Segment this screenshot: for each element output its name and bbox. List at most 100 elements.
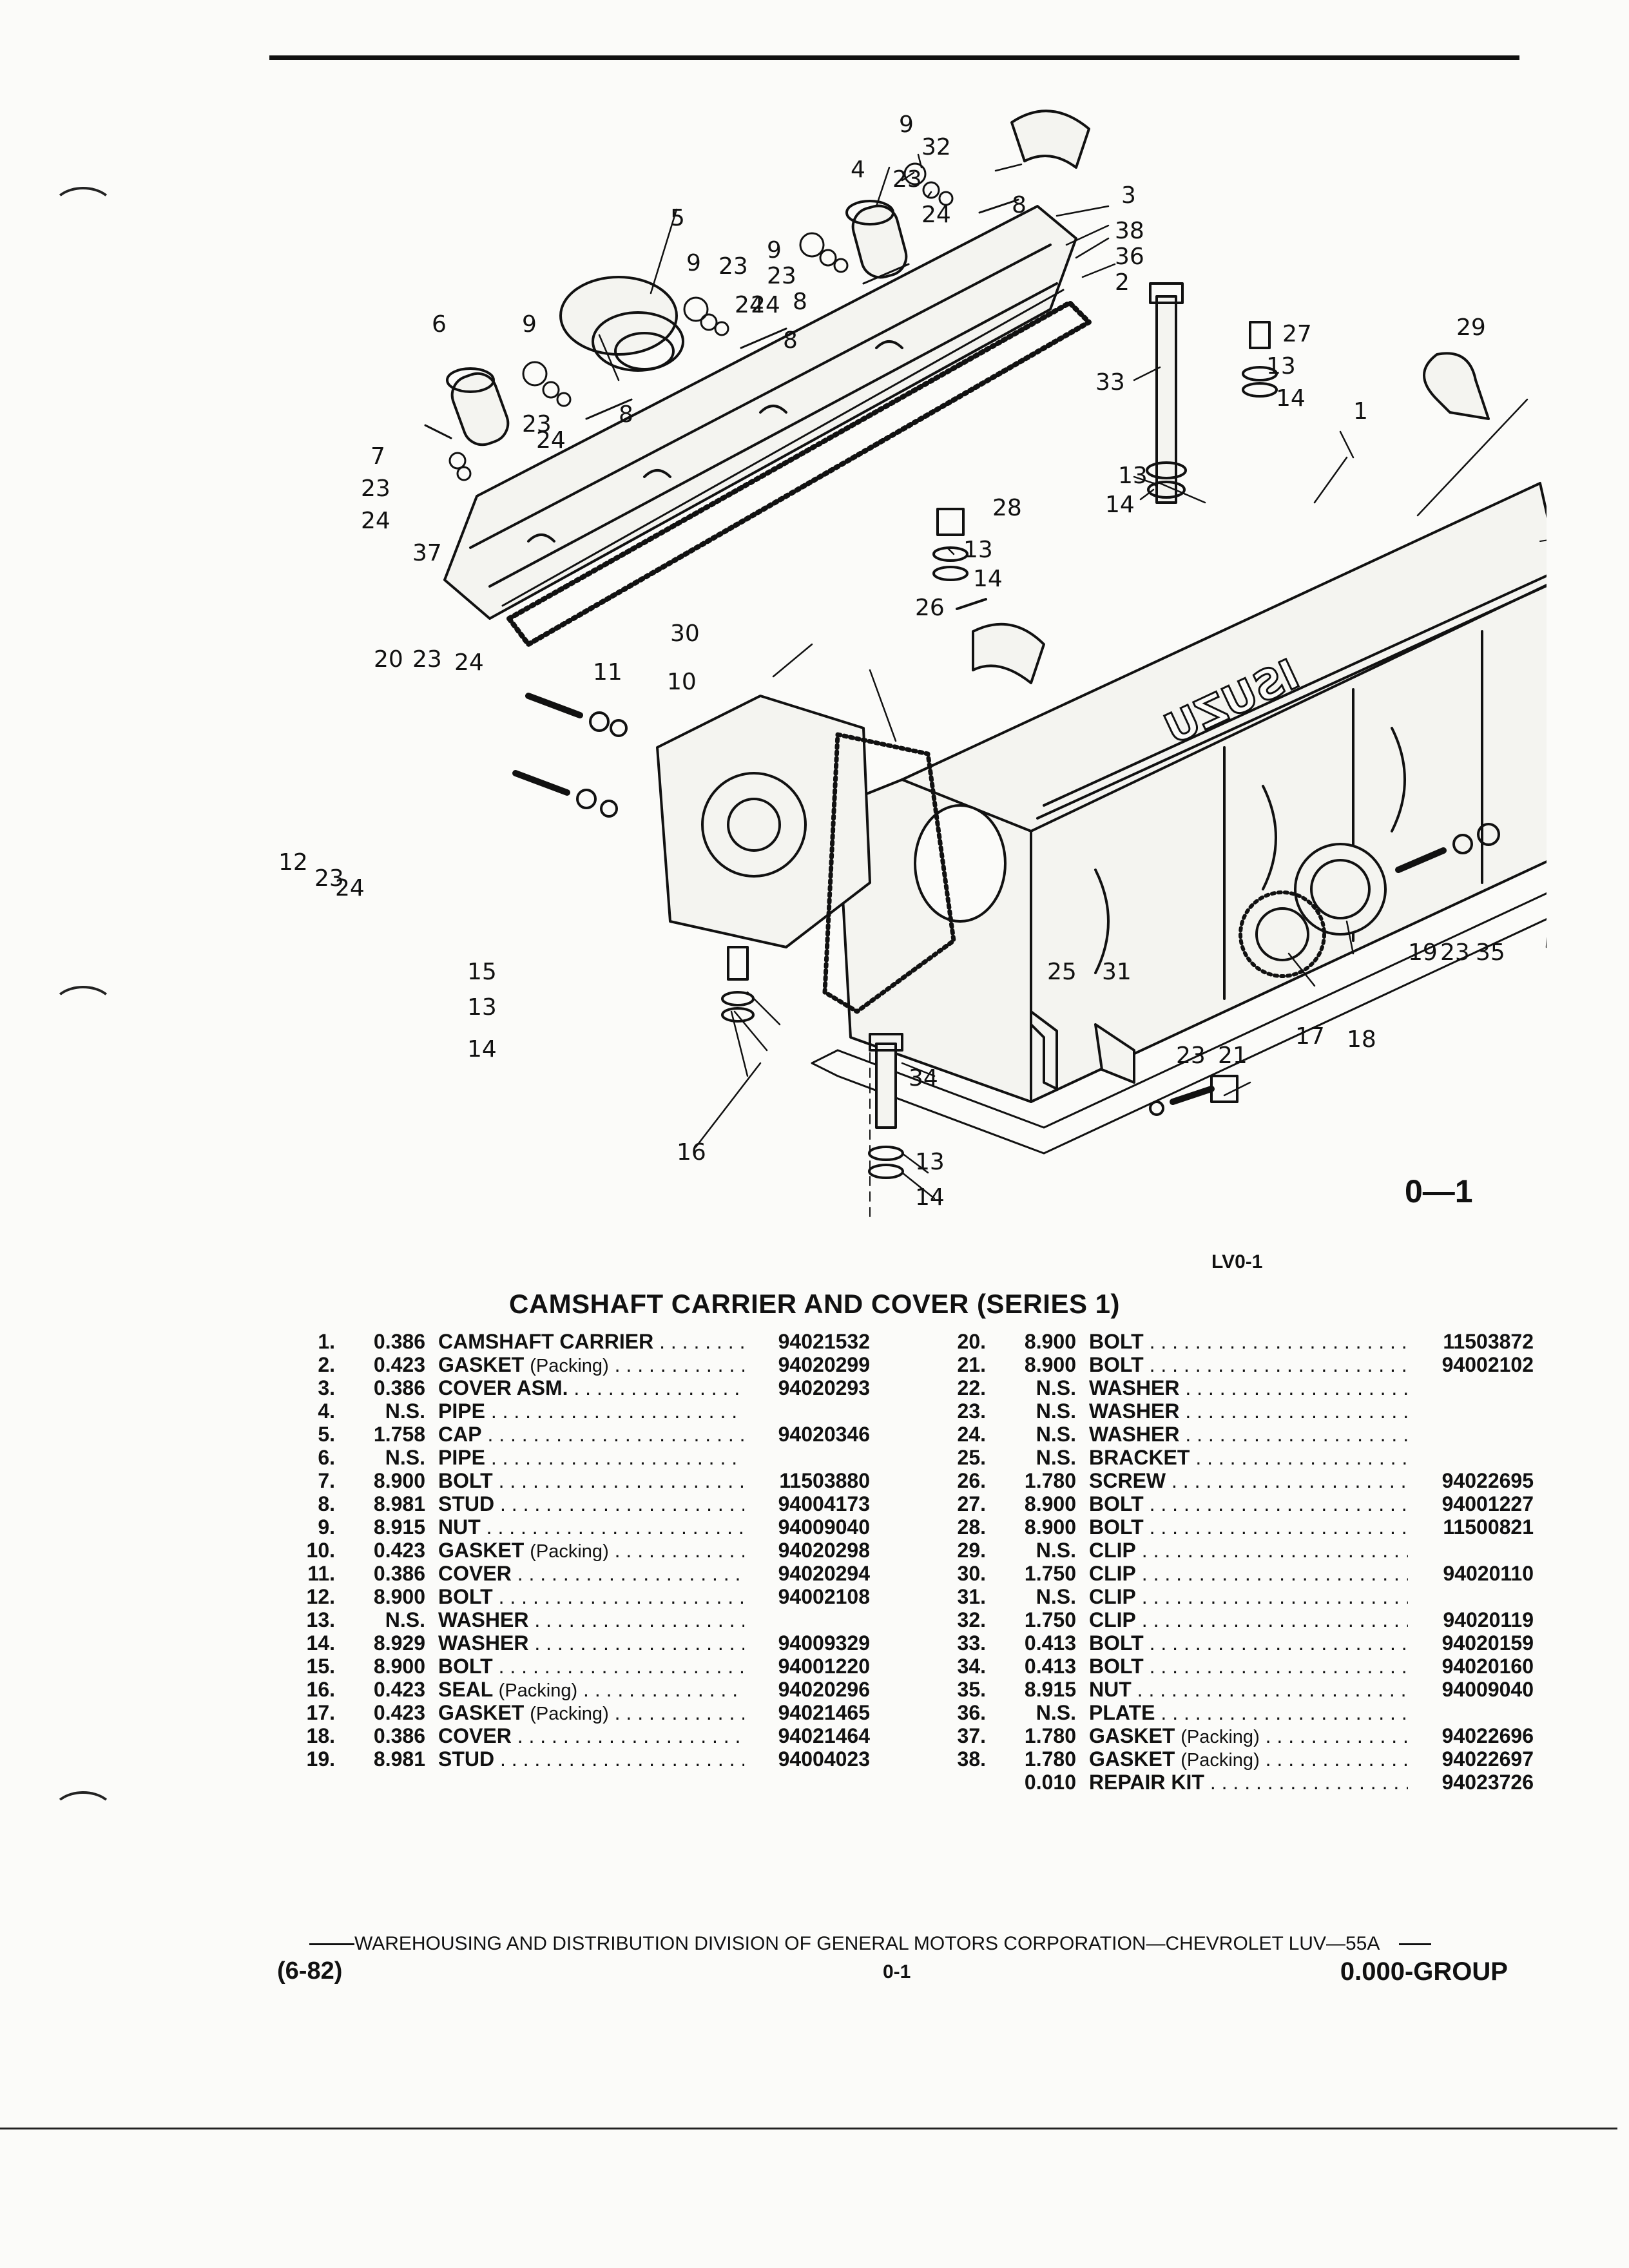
part-description: CAP [438, 1423, 744, 1446]
part-name: CLIP [1089, 1562, 1136, 1585]
part-catalog-code: 8.900 [1024, 1330, 1076, 1353]
part-catalog-code: 0.386 [373, 1562, 425, 1585]
part-number-index: 30. [957, 1562, 986, 1585]
gm-part-number: 94009040 [1408, 1678, 1534, 1701]
gm-part-number: 94021464 [744, 1724, 870, 1747]
camshaft-cover [836, 482, 1547, 1103]
part-number-index: 28. [957, 1515, 986, 1539]
part-catalog-code: N.S. [385, 1608, 425, 1631]
part-number-index: 37. [957, 1724, 986, 1747]
part-name: SEAL [438, 1678, 493, 1701]
gm-part-number [1408, 1423, 1534, 1446]
part-number-index [928, 1771, 986, 1794]
gm-part-number: 94004173 [744, 1492, 870, 1515]
gm-part-number: 94020299 [744, 1353, 870, 1376]
part-description: GASKET (Packing) [438, 1353, 744, 1376]
part-description: SEAL (Packing) [438, 1678, 744, 1701]
gm-part-number: 94020110 [1408, 1562, 1534, 1585]
pipe-part-6 [446, 367, 510, 447]
gm-part-number: 94009329 [744, 1631, 870, 1655]
part-catalog-code: 1.750 [1024, 1608, 1076, 1631]
part-catalog-code: N.S. [1036, 1539, 1076, 1562]
callout-23i: 23 [718, 253, 748, 280]
callout-8c: 8 [619, 401, 633, 428]
exploded-parts-diagram: ISUZU 1 2 3 4 5 6 7 8 8 8 8 9 9 9 9 10 1… [278, 110, 1547, 1218]
part-description: CLIP [1089, 1585, 1408, 1608]
part-row: 6.N.S.PIPE [277, 1446, 870, 1469]
figure-code: LV0-1 [1211, 1251, 1263, 1273]
part-name: REPAIR KIT [1089, 1771, 1204, 1794]
part-catalog-code: 0.413 [1024, 1631, 1076, 1655]
part-name: BOLT [1089, 1353, 1144, 1376]
callout-6: 6 [432, 311, 447, 338]
part-row: 36.N.S.PLATE [928, 1701, 1534, 1724]
gm-part-number [1408, 1701, 1534, 1724]
part-number-index: 25. [957, 1446, 986, 1469]
part-catalog-code: 1.780 [1024, 1469, 1076, 1492]
part-description: COVER [438, 1724, 744, 1747]
part-number-index: 19. [306, 1747, 335, 1771]
part-name: WASHER [1089, 1423, 1180, 1446]
part-number-index: 3. [318, 1376, 335, 1399]
part-catalog-code: 8.915 [1024, 1678, 1076, 1701]
part-catalog-code: 1.750 [1024, 1562, 1076, 1585]
part-description: CLIP [1089, 1562, 1408, 1585]
callout-4: 4 [851, 157, 865, 183]
gm-part-number: 11503872 [1408, 1330, 1534, 1353]
gm-part-number [744, 1446, 870, 1469]
gm-part-number: 94004023 [744, 1747, 870, 1771]
part-number-index: 7. [318, 1469, 335, 1492]
part-note: (Packing) [1181, 1727, 1260, 1747]
callout-31: 31 [1102, 959, 1132, 985]
callout-17: 17 [1295, 1023, 1325, 1050]
small-hardware [424, 162, 1161, 491]
callout-13e: 13 [915, 1149, 945, 1175]
part-number-index: 33. [957, 1631, 986, 1655]
callout-13d: 13 [467, 994, 497, 1021]
bolt-part-27 [1242, 321, 1278, 398]
part-description: BOLT [1089, 1353, 1408, 1376]
callout-8d: 8 [783, 327, 798, 354]
part-number-index: 5. [318, 1423, 335, 1446]
gm-part-number [1408, 1539, 1534, 1562]
part-description: WASHER [1089, 1399, 1408, 1423]
part-row: 18.0.386COVER94021464 [277, 1724, 870, 1747]
part-row: 34.0.413BOLT94020160 [928, 1655, 1534, 1678]
part-description: CAMSHAFT CARRIER [438, 1330, 744, 1353]
callout-23e: 23 [412, 646, 442, 673]
screw-part-26 [956, 598, 987, 610]
part-number-index: 26. [957, 1469, 986, 1492]
part-description: WASHER [1089, 1423, 1408, 1446]
part-description: BOLT [438, 1585, 744, 1608]
callout-8: 8 [1012, 192, 1027, 218]
part-name: CAP [438, 1423, 482, 1446]
gm-part-number [1408, 1585, 1534, 1608]
part-description: BRACKET [1089, 1446, 1408, 1469]
callout-3: 3 [1121, 182, 1136, 209]
part-description: GASKET (Packing) [438, 1701, 744, 1724]
callout-20: 20 [374, 646, 403, 673]
part-row: 32.1.750CLIP94020119 [928, 1608, 1534, 1631]
part-catalog-code: N.S. [1036, 1399, 1076, 1423]
part-description: BOLT [1089, 1492, 1408, 1515]
gm-part-number: 94022696 [1408, 1724, 1534, 1747]
gasket-part-17 [1239, 890, 1326, 978]
part-catalog-code: 8.900 [1024, 1515, 1076, 1539]
callout-9b: 9 [767, 237, 782, 264]
front-cover [656, 695, 871, 948]
gm-part-number: 94023726 [1408, 1771, 1534, 1794]
part-number-index: 16. [306, 1678, 335, 1701]
part-row: 8.8.981STUD94004173 [277, 1492, 870, 1515]
part-number-index: 13. [306, 1608, 335, 1631]
part-row: 33.0.413BOLT94020159 [928, 1631, 1534, 1655]
part-number-index: 23. [957, 1399, 986, 1423]
part-description: GASKET (Packing) [1089, 1724, 1408, 1747]
clip-part-32 [1010, 110, 1090, 169]
callout-13c: 13 [963, 537, 993, 563]
scan-artifact-mark [52, 986, 115, 1030]
parts-list-right: 20.8.900BOLT1150387221.8.900BOLT94002102… [928, 1330, 1534, 1794]
part-name: BOLT [438, 1585, 493, 1608]
